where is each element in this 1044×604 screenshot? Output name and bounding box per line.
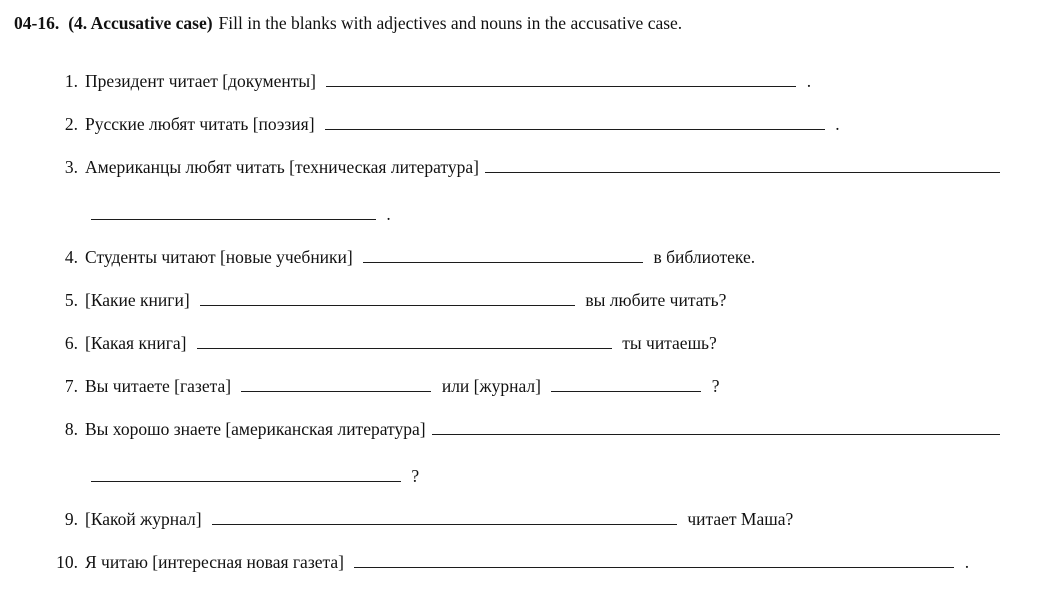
exercise-item: 5. [Какие книги] вы любите читать? — [50, 279, 1000, 322]
item-line: [Какой журнал] читает Маша? — [85, 498, 1000, 541]
item-number: 7. — [64, 376, 78, 396]
exercise-item: 2. Русские любят читать [поэзия] . — [50, 103, 1000, 146]
answer-blank — [551, 389, 702, 392]
item-line: . — [85, 193, 1000, 236]
item-text: Президент читает [документы] — [85, 71, 316, 91]
item-text: . — [835, 114, 840, 134]
item-text: Вы читаете [газета] — [85, 376, 232, 396]
answer-blank — [431, 432, 1000, 435]
exercise-item: 8. Вы хорошо знаете [американская литерат… — [50, 408, 1000, 498]
answer-blank — [196, 346, 612, 349]
item-content: Американцы любят читать [техническая лит… — [85, 146, 1000, 236]
answer-blank — [484, 170, 1000, 173]
item-text: Вы хорошо знаете [американская литератур… — [85, 419, 426, 439]
exercise-item: 6. [Какая книга] ты читаешь? — [50, 322, 1000, 365]
item-text: в библиотеке. — [653, 247, 756, 267]
item-content: Русские любят читать [поэзия] . — [85, 103, 1000, 146]
exercise-item: 1. Президент читает [документы] . — [50, 60, 1000, 103]
answer-blank — [324, 127, 825, 130]
item-text: [Какие книги] — [85, 290, 190, 310]
item-number: 1. — [64, 71, 78, 91]
item-content: Вы читаете [газета] или [журнал] ? — [85, 365, 1000, 408]
answer-blank — [211, 522, 677, 525]
item-text: Студенты читают [новые учебники] — [85, 247, 353, 267]
item-content: Студенты читают [новые учебники] в библи… — [85, 236, 1000, 279]
instructions: Fill in the blanks with adjectives and n… — [218, 13, 683, 33]
answer-blank — [241, 389, 432, 392]
exercise-item: 3. Американцы любят читать [техническая л… — [50, 146, 1000, 236]
item-content: Президент читает [документы] . — [85, 60, 1000, 103]
item-line: Русские любят читать [поэзия] . — [85, 103, 1000, 146]
item-text: ? — [711, 376, 720, 396]
case-label: (4. Accusative case) — [68, 13, 213, 33]
item-content: Вы хорошо знаете [американская литератур… — [85, 408, 1000, 498]
answer-blank — [354, 565, 955, 568]
exercise-item: 7. Вы читаете [газета] или [журнал] ? — [50, 365, 1000, 408]
item-text: читает Маша? — [687, 509, 794, 529]
item-number: 5. — [64, 290, 78, 310]
item-text: ? — [411, 466, 420, 486]
item-text: Русские любят читать [поэзия] — [85, 114, 315, 134]
item-number: 10. — [56, 552, 78, 572]
item-number: 8. — [64, 419, 78, 439]
exercise-item: 10. Я читаю [интересная новая газета] . — [50, 541, 1000, 584]
item-text: Американцы любят читать [техническая лит… — [85, 157, 479, 177]
answer-blank — [363, 260, 644, 263]
item-content: [Какая книга] ты читаешь? — [85, 322, 1000, 365]
item-text: . — [806, 71, 812, 91]
item-text: . — [386, 204, 391, 224]
exercise-list: 1. Президент читает [документы] . 2. Русск… — [50, 60, 1000, 584]
item-content: Я читаю [интересная новая газета] . — [85, 541, 1000, 584]
answer-blank — [326, 84, 797, 87]
item-content: [Какие книги] вы любите читать? — [85, 279, 1000, 322]
item-number: 9. — [64, 509, 78, 529]
item-line: Вы читаете [газета] или [журнал] ? — [85, 365, 1000, 408]
item-line: Президент читает [документы] . — [85, 60, 1000, 103]
item-number: 2. — [64, 114, 78, 134]
item-text: [Какой журнал] — [85, 509, 202, 529]
exercise-header: 04-16. (4. Accusative case)Fill in the bl… — [0, 10, 1044, 36]
exercise-number: 04-16. — [14, 13, 60, 33]
item-text: [Какая книга] — [85, 333, 187, 353]
exercise-item: 9. [Какой журнал] читает Маша? — [50, 498, 1000, 541]
item-number: 6. — [64, 333, 78, 353]
item-line: Студенты читают [новые учебники] в библи… — [85, 236, 1000, 279]
answer-blank — [91, 479, 401, 482]
item-text: ты читаешь? — [622, 333, 717, 353]
answer-blank — [200, 303, 576, 306]
item-number: 3. — [64, 157, 78, 177]
item-number: 4. — [64, 247, 78, 267]
item-line: ? — [85, 455, 1000, 498]
item-text: или [журнал] — [441, 376, 541, 396]
exercise-item: 4. Студенты читают [новые учебники] в биб… — [50, 236, 1000, 279]
item-line: [Какие книги] вы любите читать? — [85, 279, 1000, 322]
answer-blank — [91, 217, 376, 220]
item-text: вы любите читать? — [585, 290, 727, 310]
item-content: [Какой журнал] читает Маша? — [85, 498, 1000, 541]
item-line: Вы хорошо знаете [американская литератур… — [85, 408, 1000, 451]
item-text: . — [964, 552, 970, 572]
item-line: Американцы любят читать [техническая лит… — [85, 146, 1000, 189]
item-text: Я читаю [интересная новая газета] — [85, 552, 344, 572]
item-line: [Какая книга] ты читаешь? — [85, 322, 1000, 365]
item-line: Я читаю [интересная новая газета] . — [85, 541, 1000, 584]
